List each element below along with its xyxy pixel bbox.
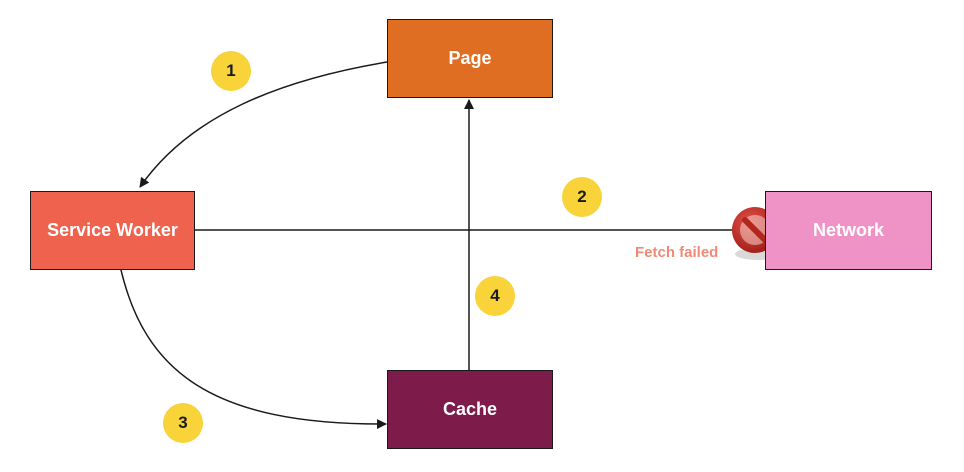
cache-node: Cache xyxy=(387,370,553,449)
service-worker-node: Service Worker xyxy=(30,191,195,270)
step-badge-2: 2 xyxy=(562,177,602,217)
step-badge-3: 3 xyxy=(163,403,203,443)
network-node: Network xyxy=(765,191,932,270)
cache-node-label: Cache xyxy=(442,399,498,419)
network-node-label: Network xyxy=(812,220,884,240)
service-worker-node-label: Service Worker xyxy=(47,220,178,240)
page-node-label: Page xyxy=(448,48,492,68)
fetch-failed-label: Fetch failed xyxy=(635,244,719,261)
arrow-page-to-service-worker xyxy=(139,61,388,188)
step-badge-4: 4 xyxy=(475,276,515,316)
page-node: Page xyxy=(387,19,553,98)
arrow-service-worker-to-cache xyxy=(120,269,387,430)
step-badge-1: 1 xyxy=(211,51,251,91)
